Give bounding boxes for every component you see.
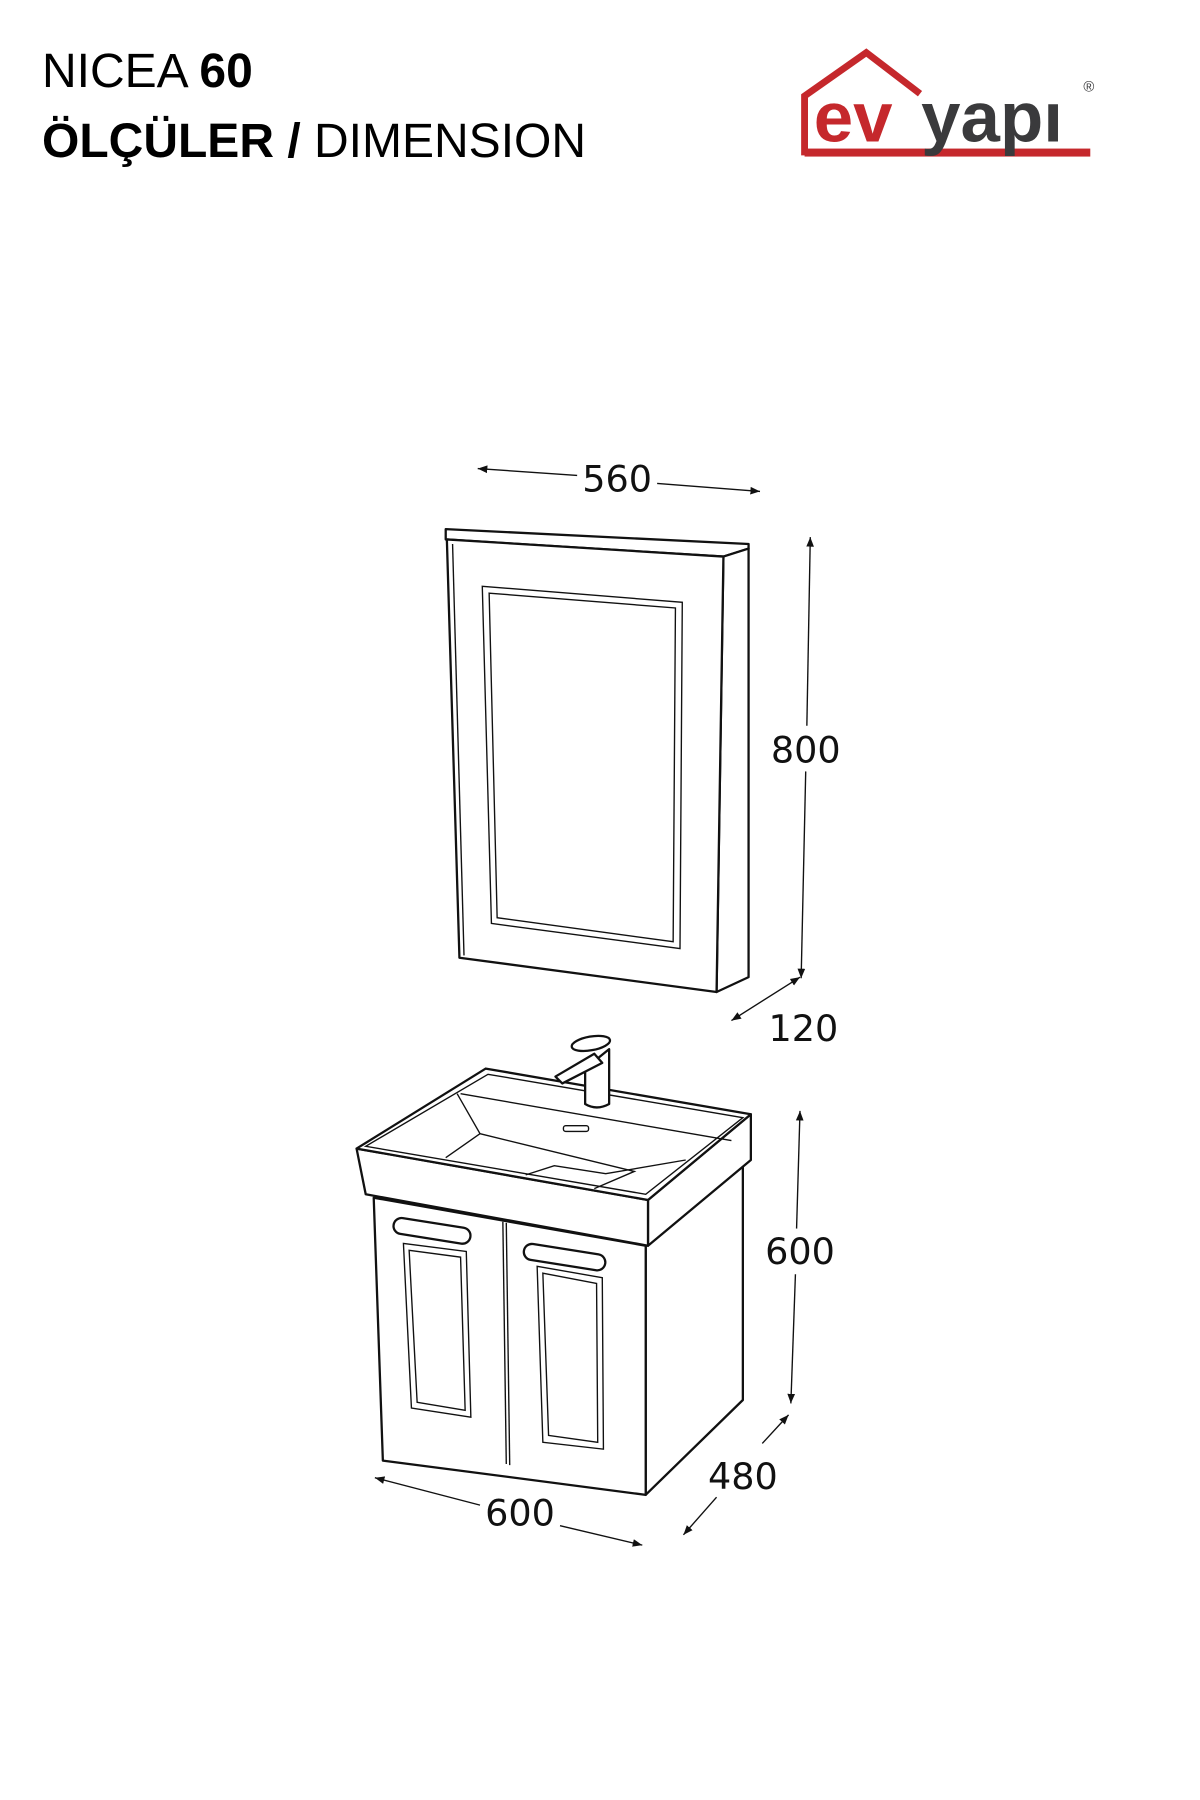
dimension-mirror-height: 800 [771, 537, 841, 979]
logo-registered-mark: ® [1083, 79, 1094, 95]
logo-text-ev: ev [814, 79, 893, 158]
heading-tr: ÖLÇÜLER [42, 115, 274, 168]
vanity-depth-label: 480 [708, 1455, 778, 1498]
dimension-vanity-width: 600 [374, 1476, 643, 1547]
logo-text-yapi: yapı [921, 79, 1063, 158]
door-handle-right [522, 1242, 607, 1272]
dimension-mirror-depth: 120 [731, 976, 839, 1050]
mirror-depth-label: 120 [769, 1007, 839, 1050]
heading-en: DIMENSION [314, 115, 587, 168]
overflow-hole [562, 1125, 590, 1133]
mirror-cabinet [444, 528, 750, 994]
dimensions-heading: ÖLÇÜLER / DIMENSION [42, 118, 586, 166]
heading-sep: / [287, 115, 301, 168]
vanity-width-label: 600 [485, 1492, 555, 1535]
basin-top [355, 1067, 752, 1202]
vanity-height-label: 600 [765, 1230, 835, 1273]
logo-underline-red [804, 148, 1091, 157]
dimension-mirror-width: 560 [477, 457, 761, 500]
door-panel-right [536, 1265, 605, 1450]
vanity-unit [355, 1034, 752, 1496]
door-panel-left [402, 1242, 472, 1418]
dimension-vanity-height: 600 [765, 1110, 835, 1404]
model-size: 60 [199, 45, 253, 98]
dimension-vanity-depth: 480 [682, 1414, 790, 1536]
door-handle-left [392, 1216, 472, 1245]
mirror-height-label: 800 [771, 728, 841, 771]
mirror-width-label: 560 [582, 457, 652, 500]
model-name: NICEA [42, 45, 187, 98]
mirror-panel [481, 585, 683, 950]
product-title: NICEA 60 [42, 48, 253, 96]
logo-house-roof-icon [801, 48, 923, 156]
evyapi-logo: ev yapı ® [801, 48, 1094, 158]
faucet-icon [554, 1034, 612, 1109]
mirror-cabinet-door [445, 538, 725, 994]
